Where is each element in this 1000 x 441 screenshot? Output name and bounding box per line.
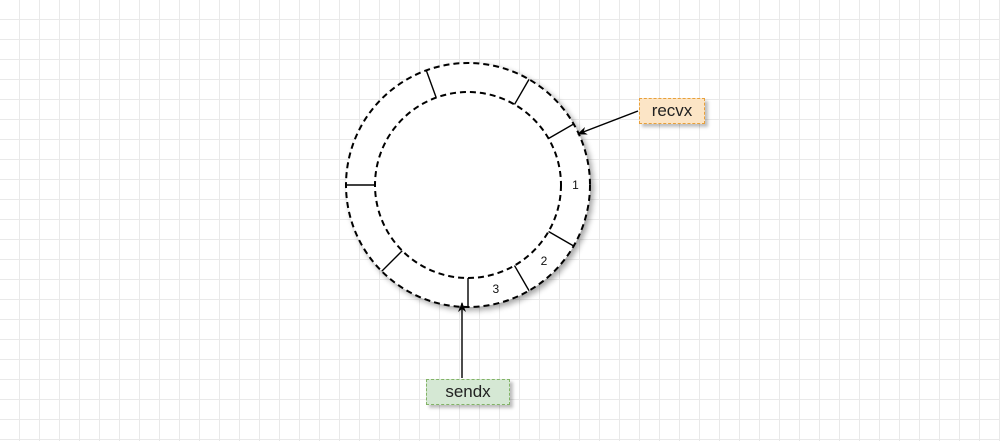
ring-slot-divider (548, 230, 575, 247)
ring-inner-edge (374, 91, 562, 279)
ring-slot-labels: 1 2 3 (492, 178, 579, 296)
ring-slot-dividers (346, 70, 575, 307)
ring-slot-divider (513, 265, 530, 292)
recvx-arrow (577, 110, 639, 135)
sendx-pointer-label: sendx (426, 379, 510, 405)
ring-slot-label: 2 (541, 254, 548, 268)
ring-slot-divider (548, 123, 575, 140)
recvx-pointer-label: recvx (639, 98, 705, 124)
ring-slot-label: 3 (492, 282, 499, 296)
ring-slot-label: 1 (572, 178, 579, 192)
ring-slot-divider (381, 250, 403, 272)
ring-slot-divider (425, 70, 437, 98)
ring-slot-divider (513, 78, 530, 105)
